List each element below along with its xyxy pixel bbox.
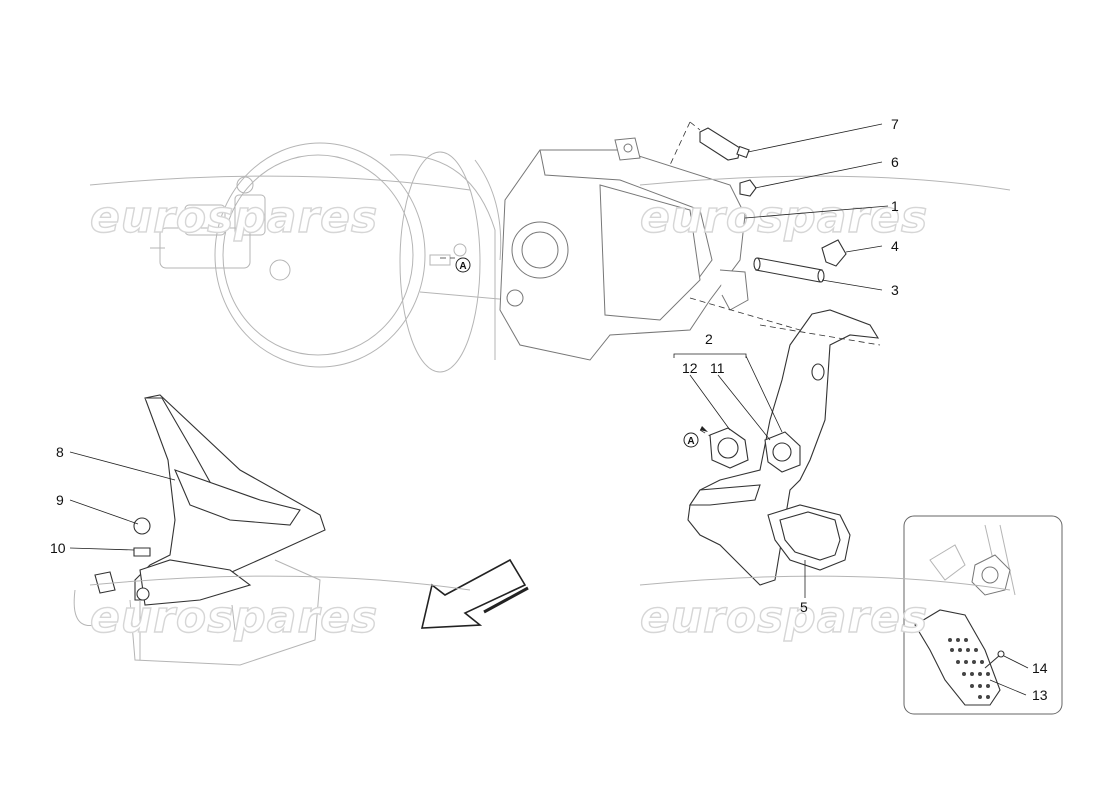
retaining-clip — [821, 239, 847, 267]
watermark-top-right: eurospares — [640, 192, 928, 243]
callout-8: 8 — [56, 444, 64, 460]
leader-lines — [69, 123, 1029, 696]
watermark-bottom-right: eurospares — [640, 592, 928, 643]
callout-6: 6 — [891, 154, 899, 170]
stop-light-switch — [669, 121, 750, 166]
nut — [739, 179, 757, 197]
callout-11: 11 — [710, 360, 725, 376]
marker-a-top: A — [440, 257, 471, 273]
pivot-pin — [753, 257, 825, 283]
marker-a-mid: A — [683, 426, 708, 448]
callout-2: 2 — [705, 331, 713, 347]
callout-9: 9 — [56, 492, 64, 508]
accelerator-pedal — [73, 394, 326, 666]
marker-a-mid-label: A — [687, 436, 694, 447]
watermark-top-left: eurospares — [90, 192, 378, 243]
brake-booster — [150, 142, 511, 373]
callout-4: 4 — [891, 238, 899, 254]
detail-inset — [903, 515, 1063, 715]
pedal-bushes — [699, 427, 801, 473]
callout-1: 1 — [891, 198, 899, 214]
callout-14: 14 — [1032, 660, 1048, 676]
callout-7: 7 — [891, 116, 899, 132]
callout-10: 10 — [50, 540, 66, 556]
watermarks: eurospares eurospares eurospares eurospa… — [89, 175, 1011, 644]
marker-a-top-label: A — [459, 261, 466, 272]
pedal-box — [499, 137, 749, 361]
callout-5: 5 — [800, 599, 808, 615]
callout-13: 13 — [1032, 687, 1048, 703]
pad-holes — [948, 638, 990, 699]
callout-numbers: 7 6 1 4 3 2 12 11 5 8 9 10 14 13 — [50, 116, 1048, 703]
callout-12: 12 — [682, 360, 698, 376]
watermark-bottom-left: eurospares — [90, 592, 378, 643]
direction-arrow — [420, 558, 529, 629]
callout-3: 3 — [891, 282, 899, 298]
